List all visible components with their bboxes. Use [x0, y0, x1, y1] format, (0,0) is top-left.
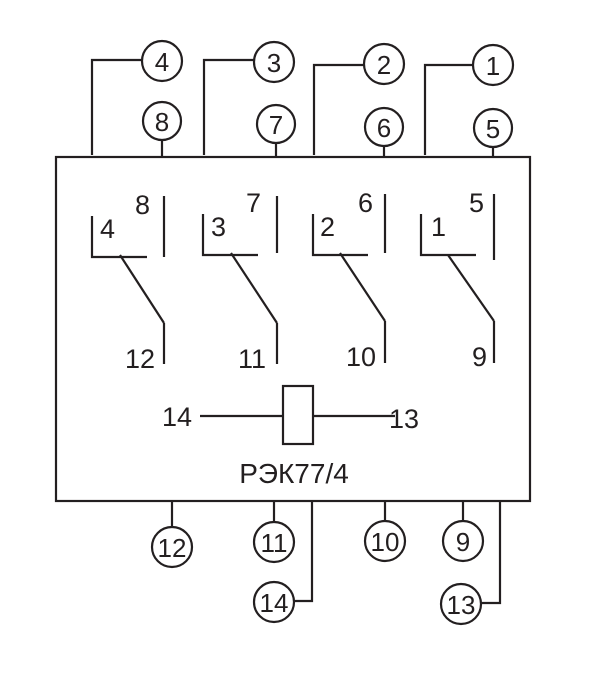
pin-label: 5 [486, 114, 500, 144]
pin-label: 7 [269, 110, 283, 140]
pin-13-bottom: 13 [439, 501, 502, 626]
pin-7-top: 7 [255, 103, 297, 157]
pin-label: 1 [486, 51, 500, 81]
contact-group-2: 2 6 10 [311, 188, 387, 372]
pin-9-bottom: 9 [441, 501, 485, 563]
pin-label: 10 [371, 527, 400, 557]
coil-label-left: 14 [162, 402, 192, 432]
pin-8-top: 8 [141, 100, 183, 157]
contact-label-nc: 9 [472, 342, 487, 372]
pin-label: 8 [155, 107, 169, 137]
coil: 14 13 [162, 384, 419, 446]
pin-11-bottom: 11 [252, 501, 296, 564]
pin-3-top: 3 [202, 40, 296, 155]
contact-label-nc: 10 [346, 342, 376, 372]
pin-label: 9 [456, 527, 470, 557]
contact-label-no: 7 [246, 188, 261, 218]
pin-5-top: 5 [472, 107, 514, 157]
pin-label: 4 [155, 47, 169, 77]
pin-14-bottom: 14 [252, 501, 314, 624]
pin-label: 6 [377, 113, 391, 143]
relay-body [54, 155, 532, 503]
pin-1-top: 1 [423, 43, 515, 155]
pin-label: 11 [261, 528, 288, 558]
contact-group-1: 1 5 9 [419, 188, 496, 372]
contact-label-common: 3 [211, 212, 226, 242]
contact-label-common: 2 [320, 212, 335, 242]
contact-label-nc: 12 [125, 344, 155, 374]
contact-label-common: 4 [100, 214, 115, 244]
contact-label-nc: 11 [238, 344, 266, 374]
contact-label-no: 5 [469, 188, 484, 218]
pin-10-bottom: 10 [363, 501, 407, 563]
contact-group-3: 3 7 11 [201, 188, 279, 374]
pin-12-bottom: 12 [150, 501, 194, 569]
coil-label-right: 13 [389, 404, 419, 434]
contact-label-common: 1 [431, 212, 446, 242]
pin-label: 2 [377, 50, 391, 80]
pin-2-top: 2 [312, 42, 406, 155]
pin-6-top: 6 [363, 106, 405, 157]
model-label: РЭК77/4 [239, 458, 349, 489]
contact-label-no: 6 [358, 188, 373, 218]
pin-4-top: 4 [90, 39, 184, 155]
contact-label-no: 8 [135, 190, 150, 220]
pin-label: 13 [447, 590, 476, 620]
pin-label: 14 [260, 588, 289, 618]
contact-group-4: 4 8 12 [90, 190, 166, 374]
pin-label: 12 [158, 533, 187, 563]
pin-label: 3 [267, 48, 281, 78]
